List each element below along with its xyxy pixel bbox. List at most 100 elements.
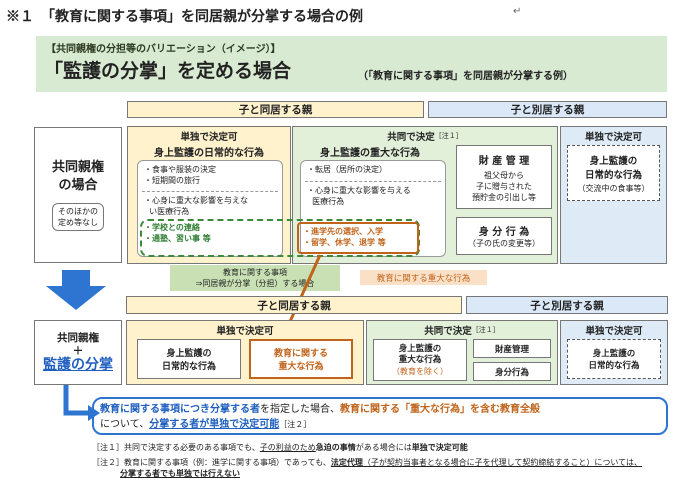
banner-title: 「監護の分掌」を定める場合 bbox=[44, 60, 292, 82]
top-separate-column: 単独で決定可 身上監護の 日常的な行為 （交流中の食事等） bbox=[560, 126, 667, 264]
top-solo-column: 単独で決定可 身上監護の日常的な行為 ・食事や服装の決定 ・短期間の旅行 ・心身… bbox=[127, 126, 291, 264]
top-joint-header-note: ［注１］ bbox=[434, 132, 463, 140]
bottom-major-line1: 身上監護の bbox=[398, 343, 442, 354]
bottom-row-label-line1: 共同親権 bbox=[57, 331, 99, 344]
bottom-solo-column: 単独で決定可 身上監護の 日常的な行為 教育に関する 重大な行為 bbox=[126, 320, 364, 385]
top-status-note: （子の氏の変更等） bbox=[468, 239, 540, 248]
bottom-major-box: 身上監護の 重大な行為 （教育を除く） bbox=[373, 339, 467, 381]
top-property-line3: 預貯金の引出し等 bbox=[472, 192, 536, 202]
top-joint-header: 共同で決定［注１］ bbox=[293, 129, 557, 143]
top-solo-header: 単独で決定可 bbox=[180, 132, 238, 143]
bottom-status-box: 身分行為 bbox=[473, 362, 551, 381]
bottom-separate-line1: 身上監護の bbox=[592, 349, 636, 359]
education-group-outline bbox=[140, 219, 420, 257]
bottom-separate-column: 単独で決定可 身上監護の 日常的な行為 bbox=[560, 320, 668, 385]
note1-e: 単独で決定可能 bbox=[411, 443, 468, 452]
summary-p3: 教育に関する「重大な行為」を含む教育全般 bbox=[340, 404, 540, 415]
bottom-header-cohabiting: 子と同居する親 bbox=[126, 296, 462, 314]
bottom-joint-header-label: 共同で決定 bbox=[424, 326, 472, 337]
bottom-row-label-plus: ＋ bbox=[72, 344, 84, 357]
top-row-label-note2: 定め等なし bbox=[58, 218, 98, 227]
note2-c: （子が契約当事者となる場合に子を代理して契約締結すること）については、 bbox=[362, 458, 643, 467]
top-joint-column: 共同で決定［注１］ 身上監護の重大な行為 ・転居（居所の決定） ・心身に重大な影… bbox=[292, 126, 558, 264]
summary-p2: を指定した場合、 bbox=[260, 404, 340, 415]
bottom-daily-line1: 身上監護の bbox=[166, 349, 212, 359]
summary-arrow-icon bbox=[63, 385, 100, 421]
summary-p1: 教育に関する事項につき分掌する者 bbox=[100, 404, 260, 415]
note2-a: ［注２］教育に関する事項（例：進学に関する事項）であっても、 bbox=[92, 458, 331, 467]
top-solo-edu-2: ・通塾、習い事 等 bbox=[144, 234, 211, 243]
green-callout-line1: 教育に関する事項 bbox=[223, 268, 287, 277]
top-joint-item-2: ・心身に重大な影響を与える bbox=[307, 186, 411, 195]
top-joint-title: 身上監護の重大な行為 bbox=[320, 148, 420, 159]
return-mark: ↵ bbox=[513, 6, 522, 17]
bottom-major-line2: 重大な行為 bbox=[398, 354, 442, 365]
top-row-label-note: そのほかの 定め等なし bbox=[52, 203, 104, 231]
bottom-row-label: 共同親権 ＋ 監護の分掌 bbox=[34, 320, 122, 385]
bottom-row-label-line2: 監護の分掌 bbox=[43, 356, 113, 373]
top-status-title: 身 分 行 為 bbox=[478, 227, 530, 238]
bottom-header-separate: 子と別居する親 bbox=[466, 296, 668, 314]
bottom-edu-line2: 重大な行為 bbox=[278, 362, 324, 372]
green-callout-line2: ⇒同居親が分掌（分担）する場合 bbox=[195, 279, 315, 288]
top-row-label-line1: 共同親権 bbox=[51, 160, 104, 175]
note2-d: 分掌する者でも単独では行えない bbox=[120, 469, 240, 478]
bottom-joint-column: 共同で決定［注１］ 身上監護の 重大な行為 （教育を除く） 財産管理 身分行為 bbox=[366, 320, 558, 385]
bottom-separate-line2: 日常的な行為 bbox=[588, 361, 640, 371]
green-callout: 教育に関する事項 ⇒同居親が分掌（分担）する場合 bbox=[170, 265, 340, 291]
top-property-box: 財 産 管 理 祖父母から 子に贈与された 預貯金の引出し等 bbox=[456, 145, 552, 209]
bottom-solo-header: 単独で決定可 bbox=[216, 326, 274, 337]
note1-c: 急迫の事情 bbox=[315, 443, 356, 452]
top-solo-item-3: ・心身に重大な影響を与えな bbox=[144, 196, 248, 205]
summary-p4: について、 bbox=[100, 419, 150, 430]
note1-d: がある場合には bbox=[355, 443, 412, 452]
top-separate-header: 単独で決定可 bbox=[584, 132, 642, 143]
bottom-major-note: （教育を除く） bbox=[392, 366, 448, 376]
top-row-label: 共同親権 の場合 そのほかの 定め等なし bbox=[34, 127, 122, 263]
top-property-title: 財 産 管 理 bbox=[478, 155, 530, 167]
orange-callout: 教育に関する重大な行為 bbox=[360, 270, 487, 285]
top-status-box: 身 分 行 為 （子の氏の変更等） bbox=[456, 217, 552, 255]
bottom-joint-header-note: ［注１］ bbox=[471, 326, 500, 334]
bottom-daily-box: 身上監護の 日常的な行為 bbox=[137, 339, 241, 379]
bottom-separate-box: 身上監護の 日常的な行為 bbox=[567, 339, 661, 379]
banner-title-note: （「教育に関する事項」を同居親が分掌する例） bbox=[358, 71, 573, 82]
bottom-joint-header: 共同で決定［注１］ bbox=[367, 323, 557, 337]
note1-b: 子の利益のため bbox=[259, 443, 316, 452]
top-joint-item-2b: 医療行為 bbox=[312, 197, 345, 206]
top-solo-item-2: ・短期間の旅行 bbox=[144, 176, 200, 185]
bottom-daily-line2: 日常的な行為 bbox=[161, 362, 216, 372]
footnote-2: ［注２］教育に関する事項（例：進学に関する事項）であっても、法定代理（子が契約当… bbox=[92, 457, 682, 479]
summary-p5: 分掌する者が単独で決定可能 bbox=[149, 419, 280, 430]
summary-p6: ［注２］ bbox=[279, 420, 312, 429]
top-solo-item-1: ・食事や服装の決定 bbox=[144, 165, 216, 174]
top-separate-note: （交流中の食事等） bbox=[577, 183, 650, 193]
banner-subtitle: 【共同親権の分担等のバリエーション（イメージ）】 bbox=[46, 44, 281, 55]
page-title: ※１ 「教育に関する事項」を同居親が分掌する場合の例 bbox=[6, 9, 363, 25]
top-separate-title2: 日常的な行為 bbox=[584, 169, 642, 181]
top-separate-box: 身上監護の 日常的な行為 （交流中の食事等） bbox=[567, 145, 660, 201]
bottom-edu-line1: 教育に関する bbox=[273, 349, 328, 359]
top-joint-list: ・転居（居所の決定） ・心身に重大な影響を与える 医療行為 bbox=[300, 160, 446, 257]
top-solo-title: 身上監護の日常的な行為 bbox=[154, 148, 264, 159]
note1-a: ［注１］共同で決定する必要のある事項でも、 bbox=[92, 443, 260, 452]
joint-education-highlight: ・進学先の選択、入学 ・留学、休学、退学 等 bbox=[297, 222, 419, 254]
top-solo-item-3b: い医療行為 bbox=[149, 207, 190, 216]
top-property-line2: 子に贈与された bbox=[476, 181, 532, 191]
top-header-cohabiting: 子と同居する親 bbox=[127, 101, 424, 118]
top-joint-header-label: 共同で決定 bbox=[387, 132, 435, 143]
top-separate-title1: 身上監護の bbox=[589, 155, 638, 167]
summary-box: 教育に関する事項につき分掌する者を指定した場合、教育に関する「重大な行為」を含む… bbox=[92, 397, 668, 435]
footnote-1: ［注１］共同で決定する必要のある事項でも、子の利益のため急迫の事情がある場合には… bbox=[92, 442, 682, 453]
top-header-separate: 子と別居する親 bbox=[428, 101, 667, 118]
top-property-line1: 祖父母から bbox=[484, 170, 524, 180]
top-joint-item-1: ・転居（居所の決定） bbox=[307, 165, 387, 174]
top-joint-edu-1: ・進学先の選択、入学 bbox=[303, 227, 383, 236]
top-row-label-line2: の場合 bbox=[58, 178, 98, 193]
top-solo-list: ・食事や服装の決定 ・短期間の旅行 ・心身に重大な影響を与えな い医療行為 ・学… bbox=[137, 160, 283, 257]
note2-b: 法定代理 bbox=[330, 458, 363, 467]
down-arrow-icon bbox=[46, 270, 106, 310]
bottom-separate-header: 単独で決定可 bbox=[585, 326, 643, 337]
bottom-property-box: 財産管理 bbox=[473, 339, 551, 358]
top-joint-edu-2: ・留学、休学、退学 等 bbox=[303, 238, 386, 247]
